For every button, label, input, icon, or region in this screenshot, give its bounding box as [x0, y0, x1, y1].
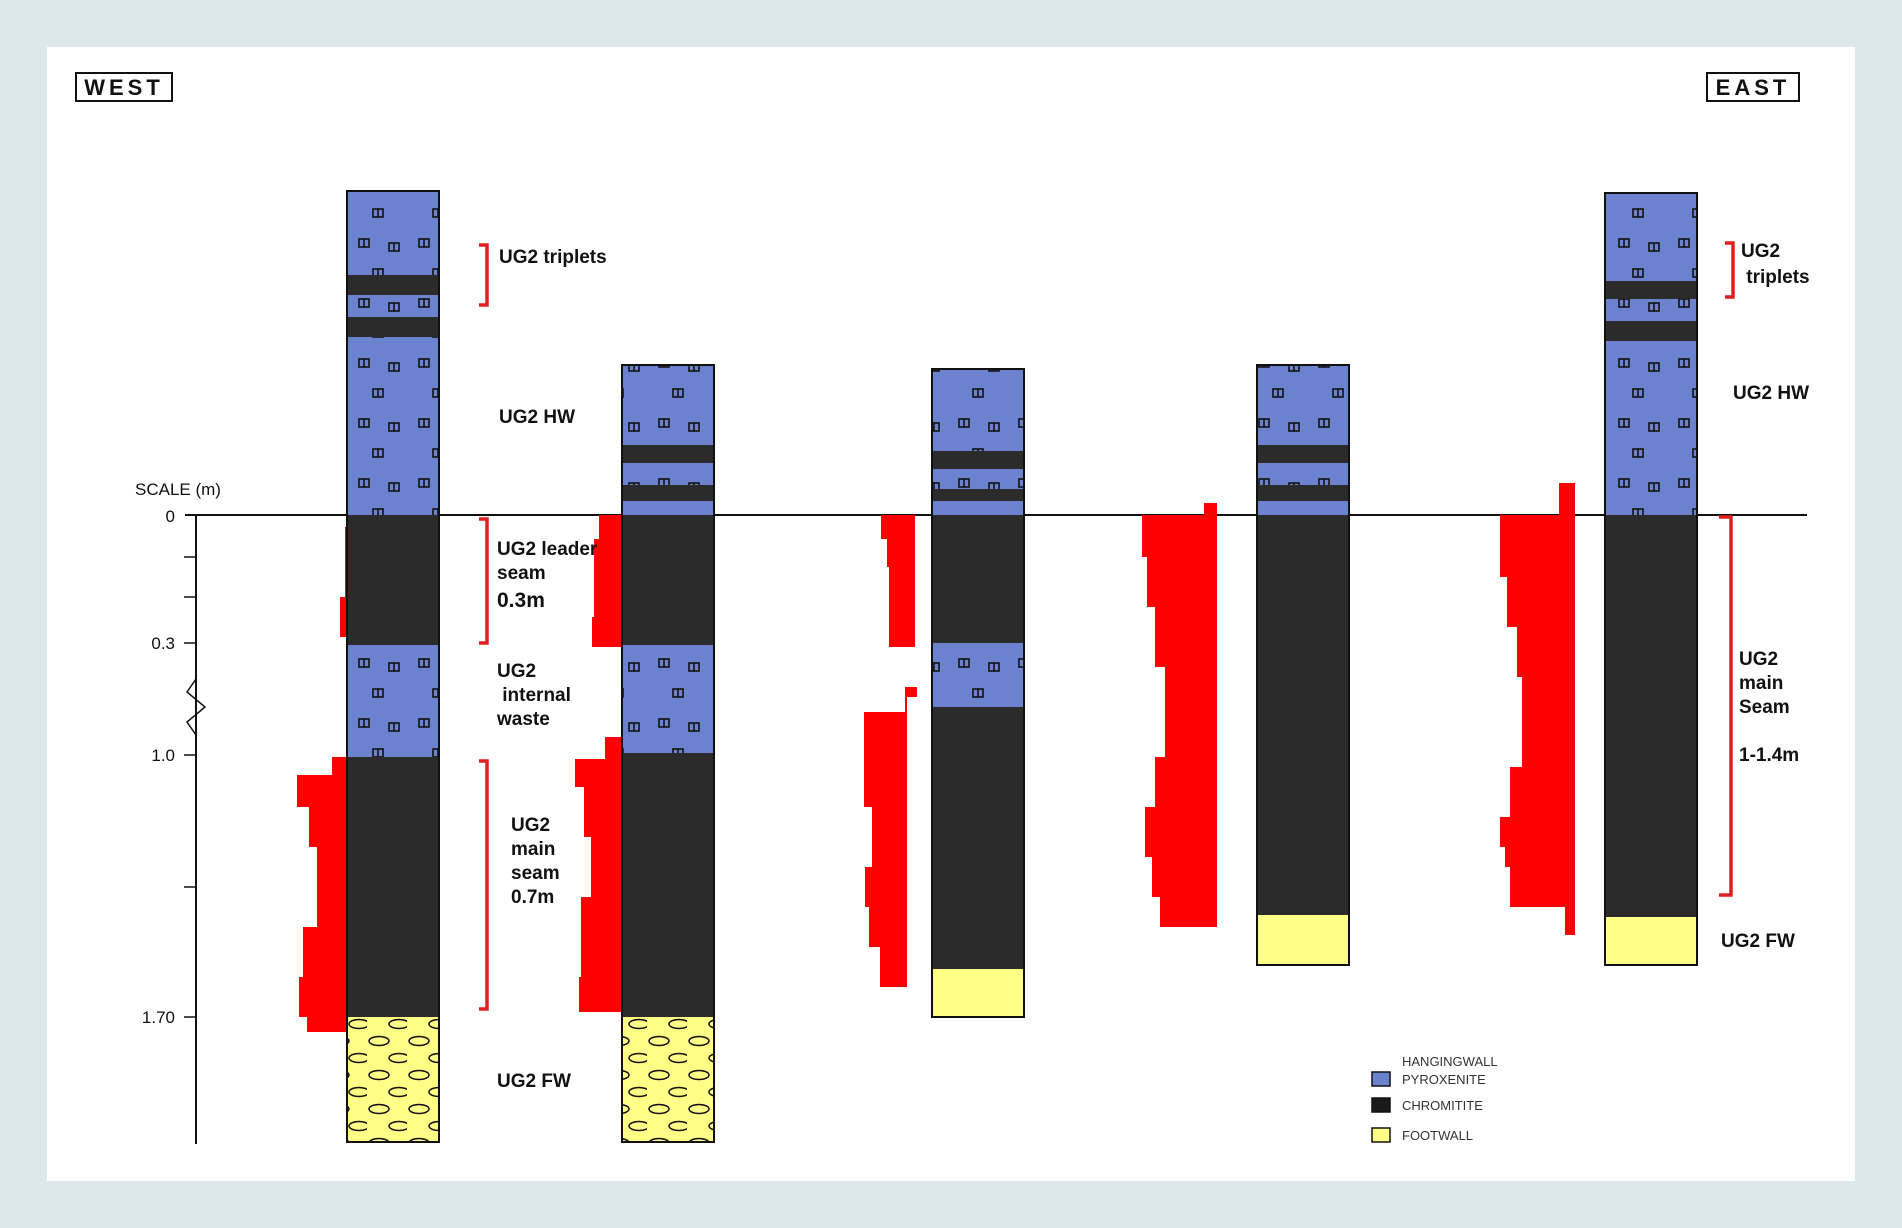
label-e-fw: UG2 FW — [1721, 931, 1795, 952]
grade-profile-2 — [575, 737, 622, 1012]
east-label: EAST — [1706, 72, 1800, 102]
brackets — [479, 241, 1735, 1011]
legend-text-pyroxenite-1: HANGINGWALL — [1402, 1054, 1498, 1069]
label-e-main-2: main — [1739, 673, 1783, 694]
bracket-w-triplets — [479, 243, 489, 307]
bracket-e-main — [1719, 515, 1733, 897]
label-e-main-1: UG2 — [1739, 649, 1778, 670]
west-text: WEST — [84, 75, 164, 100]
label-w-leader-1: UG2 leader — [497, 539, 598, 560]
column-5 — [1604, 192, 1698, 966]
legend-text-chromitite: CHROMITITE — [1402, 1098, 1483, 1113]
legend-item-chromitite: CHROMITITE — [1371, 1097, 1483, 1113]
label-w-main-1: UG2 — [511, 815, 550, 836]
east-text: EAST — [1716, 75, 1791, 100]
legend-text-pyroxenite-2: PYROXENITE — [1402, 1072, 1486, 1087]
column-1 — [346, 190, 440, 1143]
grade-profile-3 — [881, 515, 915, 647]
bracket-e-triplets — [1725, 241, 1735, 299]
grade-profile-1 — [297, 757, 357, 1032]
legend-text-footwall: FOOTWALL — [1402, 1128, 1473, 1143]
label-w-main-3: seam — [511, 863, 560, 884]
label-w-leader-3: 0.3m — [497, 589, 545, 612]
label-w-triplets: UG2 triplets — [499, 247, 607, 268]
label-e-triplets-2: triplets — [1741, 267, 1810, 288]
legend-item-pyroxenite: HANGINGWALL PYROXENITE — [1371, 1054, 1498, 1087]
scale-title: SCALE (m) — [135, 480, 221, 499]
label-w-main-4: 0.7m — [511, 887, 554, 908]
diagram-panel: WEST EAST SCALE (m) 0 0.3 1.0 1.70 — [47, 47, 1855, 1181]
tick-0-3: 0.3 — [151, 634, 175, 653]
grade-profile-5 — [1500, 483, 1575, 935]
label-e-main-5: 1-1.4m — [1739, 745, 1799, 766]
grade-profile-2 — [592, 515, 622, 647]
legend: HANGINGWALL PYROXENITE CHROMITITE FOOTWA… — [1371, 1054, 1498, 1143]
label-w-internal-3: waste — [496, 709, 550, 730]
label-w-hw: UG2 HW — [499, 407, 575, 428]
bracket-w-leader — [479, 517, 489, 645]
column-3 — [931, 368, 1025, 1018]
grade-profiles — [297, 483, 1575, 1032]
column-4 — [1256, 364, 1350, 966]
label-w-internal-2: internal — [497, 685, 571, 706]
label-e-hw: UG2 HW — [1733, 383, 1809, 404]
tick-0: 0 — [166, 507, 175, 526]
tick-1-0: 1.0 — [151, 746, 175, 765]
label-w-fw: UG2 FW — [497, 1071, 571, 1092]
label-w-internal-1: UG2 — [497, 661, 536, 682]
grade-profile-4 — [1142, 503, 1217, 927]
column-2 — [621, 364, 715, 1143]
stratigraphic-section: WEST EAST SCALE (m) 0 0.3 1.0 1.70 — [75, 72, 1810, 1144]
tick-1-70: 1.70 — [142, 1008, 175, 1027]
label-e-triplets-1: UG2 — [1741, 241, 1780, 262]
label-w-leader-2: seam — [497, 563, 546, 584]
legend-item-footwall: FOOTWALL — [1371, 1127, 1473, 1143]
label-e-main-3: Seam — [1739, 697, 1790, 718]
label-w-main-2: main — [511, 839, 555, 860]
scale-break-icon — [185, 678, 207, 736]
bracket-w-main — [479, 759, 489, 1011]
grade-profile-3 — [864, 687, 917, 987]
west-label: WEST — [75, 72, 173, 102]
